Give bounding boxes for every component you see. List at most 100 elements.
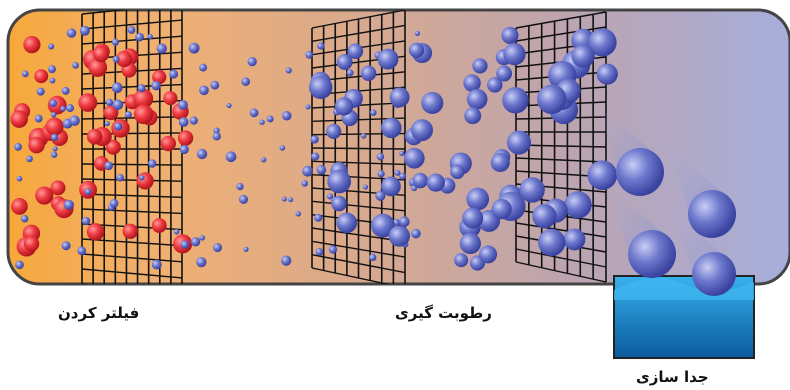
water-droplet [139, 175, 144, 180]
water-droplet [326, 124, 341, 139]
water-droplet [288, 197, 293, 202]
water-droplet [462, 208, 483, 229]
water-droplet [242, 77, 251, 86]
water-droplet [467, 89, 488, 110]
water-droplet [50, 99, 58, 107]
water-droplet [564, 229, 586, 251]
water-droplet [213, 243, 222, 252]
water-droplet [427, 173, 445, 191]
water-droplet [85, 188, 92, 195]
oil-droplet [46, 118, 64, 136]
water-droplet [66, 104, 74, 112]
oil-droplet [163, 91, 177, 105]
oil-droplet [10, 110, 28, 128]
water-droplet [152, 260, 162, 270]
oil-droplet [34, 69, 48, 83]
water-droplet [370, 109, 376, 115]
water-droplet [507, 130, 531, 154]
water-droplet [17, 176, 23, 182]
water-droplet [37, 88, 45, 96]
water-droplet [282, 111, 291, 120]
water-droplet [327, 170, 351, 194]
water-droplet [148, 34, 153, 39]
water-droplet [261, 157, 266, 162]
water-droplet [210, 81, 219, 90]
water-droplet [464, 107, 481, 124]
water-droplet [116, 174, 124, 182]
water-droplet [52, 146, 57, 151]
water-droplet [80, 26, 90, 36]
water-droplet [597, 63, 618, 84]
water-droplet [336, 212, 357, 233]
water-droplet [301, 180, 308, 187]
water-droplet [411, 229, 421, 239]
oil-droplet [35, 186, 53, 204]
filtering-label: فیلتر کردن [58, 304, 139, 322]
water-droplet [302, 166, 313, 177]
oil-droplet [11, 198, 28, 215]
oil-droplet [152, 218, 167, 233]
water-droplet [503, 43, 525, 65]
water-droplet [64, 200, 74, 210]
water-droplet [413, 173, 428, 188]
water-droplet [329, 245, 337, 253]
water-droplet [281, 255, 291, 265]
water-droplet [125, 111, 132, 118]
water-droplet [62, 87, 70, 95]
water-droplet [190, 116, 198, 124]
water-droplet [286, 67, 292, 73]
water-droplet [492, 199, 512, 219]
water-droplet [347, 69, 354, 76]
large-water-droplet [692, 252, 736, 296]
water-droplet [331, 196, 347, 212]
water-droplet [466, 188, 489, 211]
water-droplet [415, 31, 420, 36]
water-droplet [135, 33, 144, 42]
water-droplet [60, 106, 66, 112]
water-droplet [35, 115, 43, 123]
oil-droplet [93, 46, 109, 62]
water-droplet [404, 148, 425, 169]
large-water-droplet [628, 230, 676, 278]
water-droplet [181, 240, 189, 248]
water-droplet [335, 97, 353, 115]
water-droplet [361, 66, 376, 81]
water-droplet [399, 151, 404, 156]
water-droplet [48, 43, 54, 49]
water-droplet [197, 149, 207, 159]
water-droplet [113, 100, 124, 111]
water-droplet [280, 145, 286, 151]
water-droplet [26, 156, 33, 163]
water-droplet [316, 248, 324, 256]
water-droplet [369, 254, 376, 261]
water-droplet [311, 152, 319, 160]
water-droplet [378, 49, 399, 70]
water-droplet [409, 43, 424, 58]
water-droplet [14, 143, 22, 151]
oil-droplet [87, 223, 105, 241]
oil-droplet [28, 137, 44, 153]
water-droplet [267, 116, 274, 123]
water-droplet [180, 145, 189, 154]
water-droplet [67, 28, 76, 37]
water-droplet [174, 229, 180, 235]
water-droplet [250, 108, 259, 117]
oil-droplet [87, 129, 103, 145]
water-droplet [21, 215, 29, 223]
water-droplet [472, 58, 487, 73]
water-droplet [314, 214, 322, 222]
water-droplet [399, 216, 410, 227]
water-droplet [259, 119, 265, 125]
water-droplet [191, 237, 200, 246]
oil-droplet [161, 136, 176, 151]
water-droplet [532, 204, 556, 228]
water-droplet [296, 211, 302, 217]
water-droplet [564, 191, 591, 218]
water-droplet [113, 56, 120, 63]
oil-droplet [24, 236, 39, 251]
water-droplet [537, 85, 567, 115]
water-droplet [157, 43, 167, 53]
water-droplet [572, 44, 595, 67]
water-droplet [491, 153, 510, 172]
